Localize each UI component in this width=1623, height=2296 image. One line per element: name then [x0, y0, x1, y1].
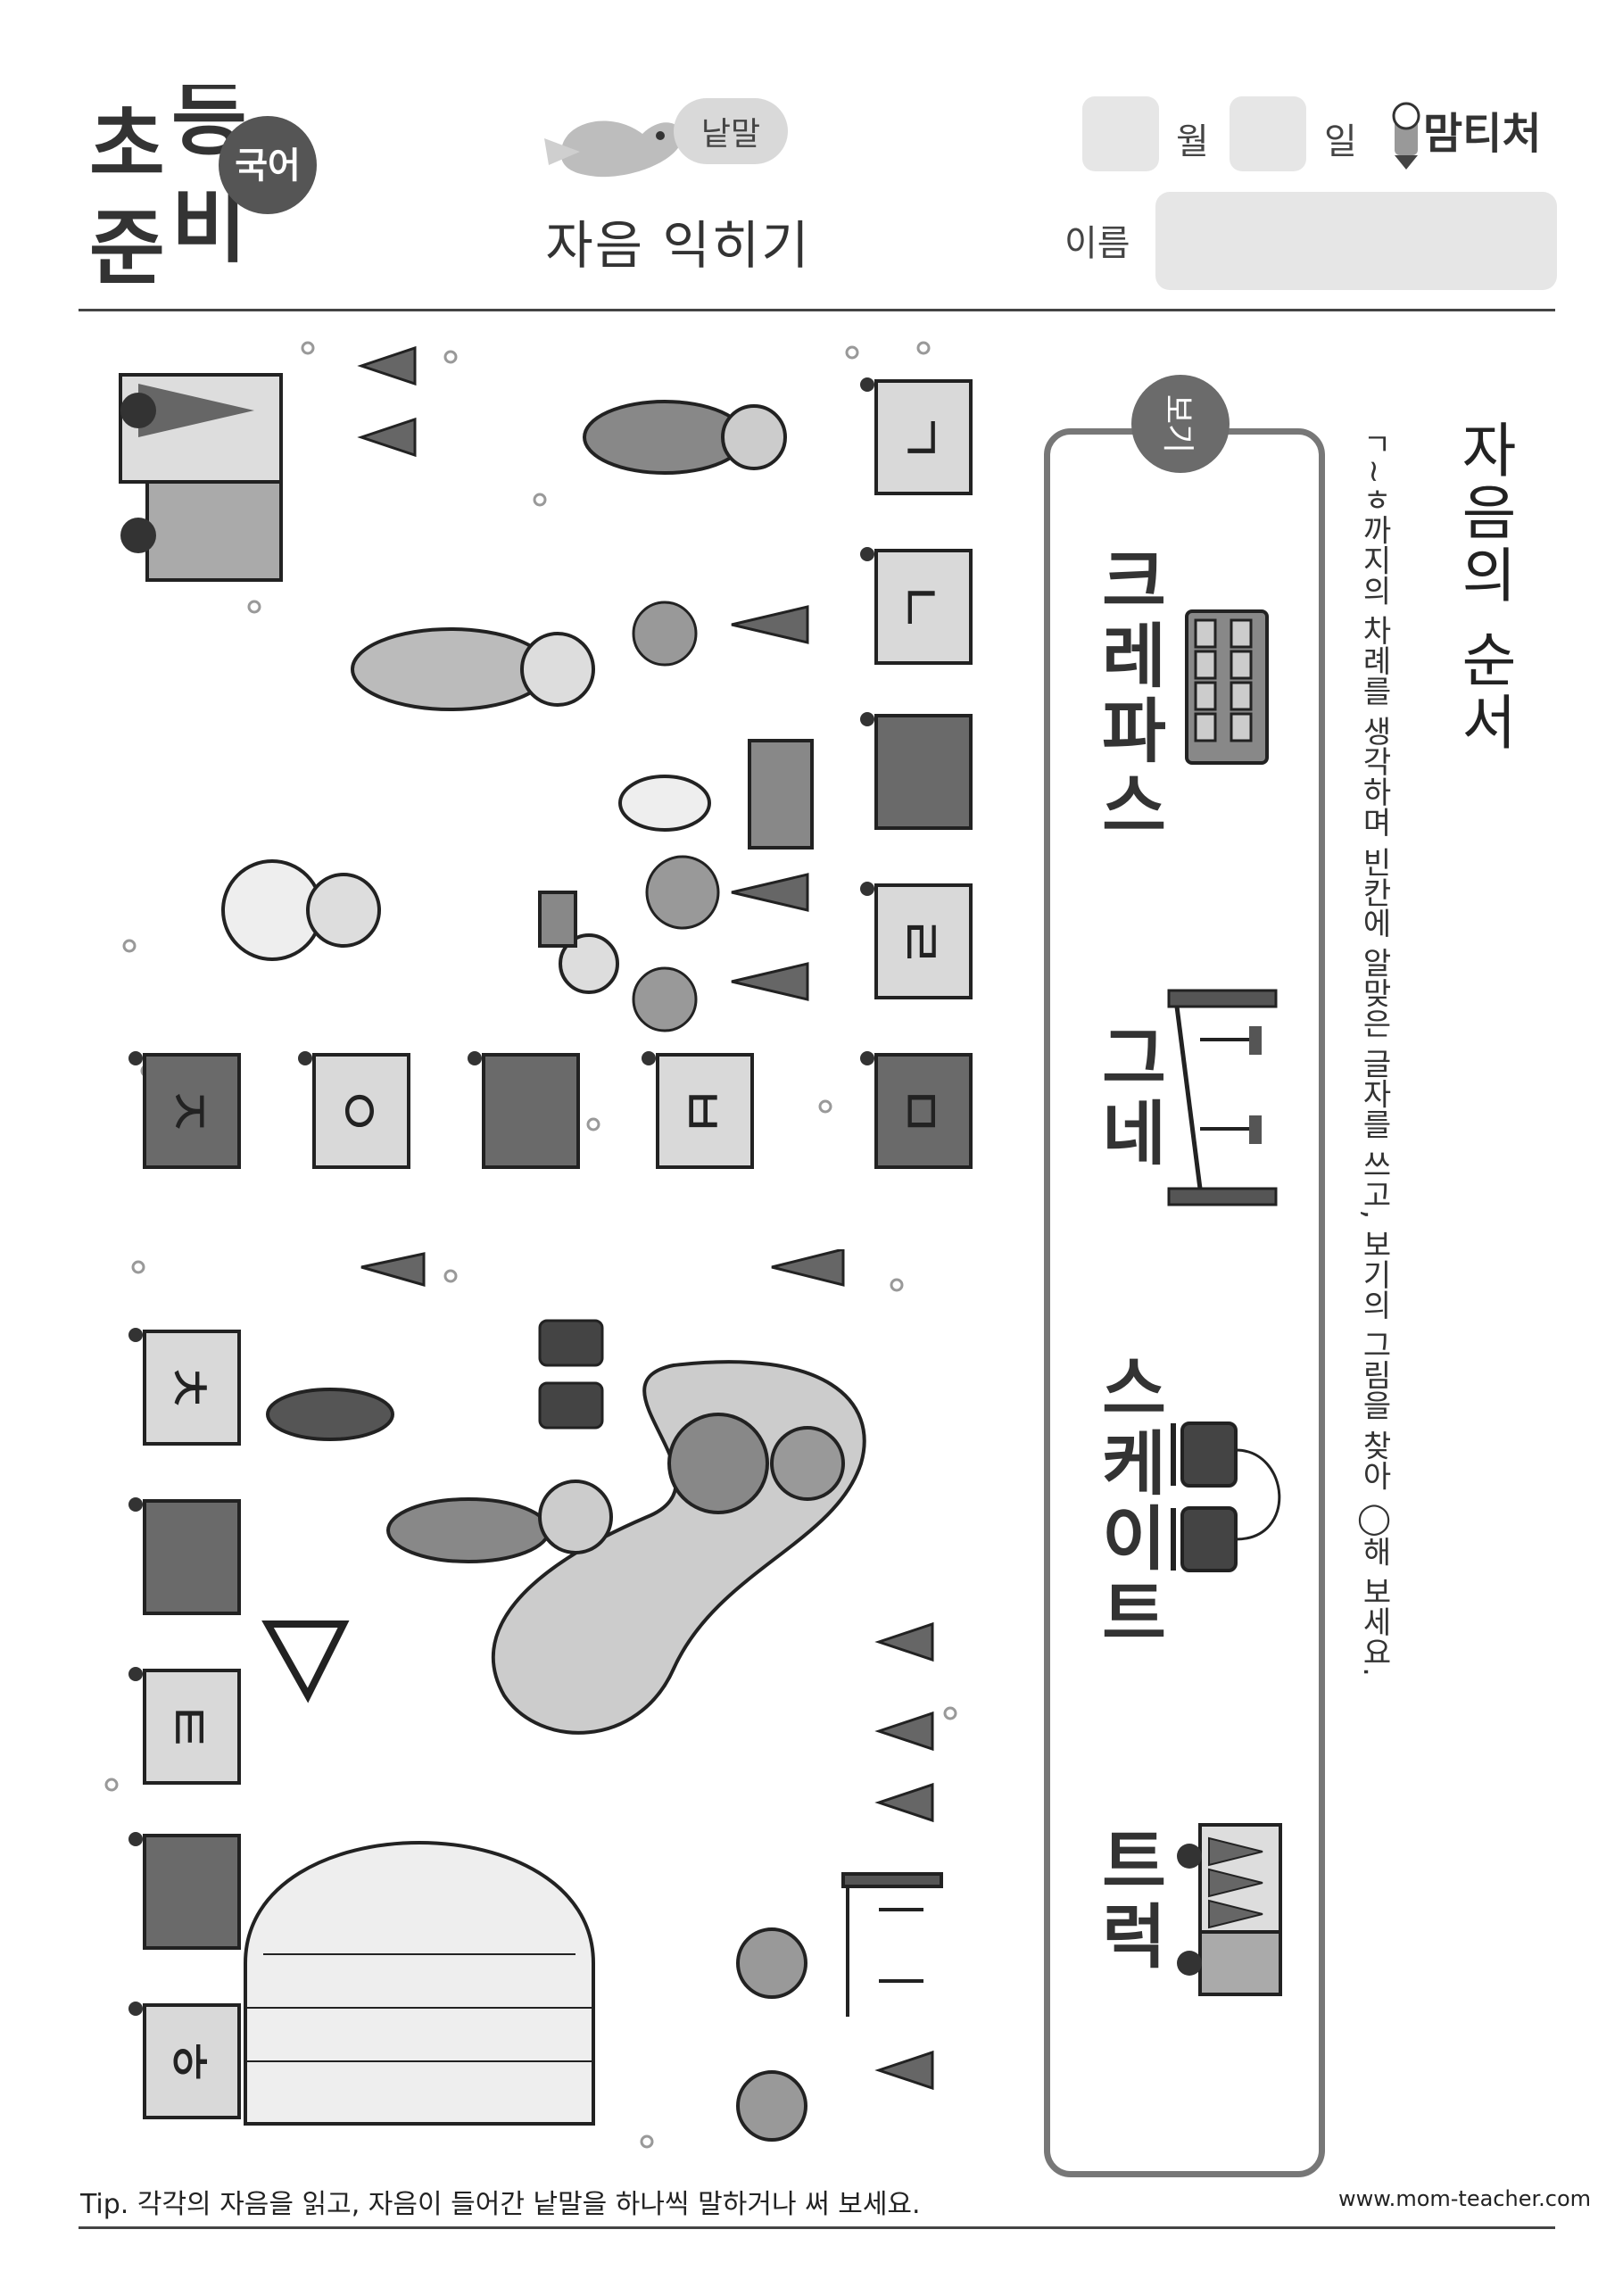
header-divider	[79, 309, 1555, 311]
truck-drawing	[119, 373, 283, 582]
worksheet-title: 자음 익히기	[545, 215, 811, 276]
series-logo-graphic: 초 등 준 비 국어	[89, 71, 317, 296]
consonant-flag[interactable]: ㅁ	[860, 1051, 973, 1169]
instructions-title: 자음의 순서	[1450, 419, 1519, 754]
day-label: 일	[1324, 121, 1357, 162]
consonant-flag[interactable]: ㅌ	[128, 1667, 241, 1785]
tree-drawings	[357, 345, 809, 1001]
flag-letter: ㅌ	[153, 1700, 219, 1753]
instructions-text: ㄱ~ㅎ까지의 차례를 생각하며 빈칸에 알맞은 글자를 쓰고, 보기의 그림을 …	[1356, 428, 1392, 1677]
children-drawings	[221, 400, 787, 961]
consonant-flag[interactable]: ㄴ	[860, 547, 973, 665]
month-field[interactable]	[1082, 96, 1159, 171]
example-badge-label: 보기	[1159, 394, 1196, 454]
igloo-drawing	[244, 1841, 595, 2126]
example-word: 크레파스	[1088, 544, 1168, 844]
tip-text: Tip. 각각의 자음을 읽고, 자음이 들어간 낱말을 하나씩 말하거나 써 …	[80, 2189, 921, 2220]
logo-char: 초	[89, 98, 165, 194]
consonant-flag[interactable]: ㅎ	[128, 2002, 241, 2119]
brand-name: 맘티처	[1423, 109, 1541, 159]
top-illustration-panel	[94, 339, 986, 1196]
day-field[interactable]	[1230, 96, 1306, 171]
example-word: 그네	[1088, 1022, 1168, 1172]
category-label: 낱말	[674, 98, 788, 164]
consonant-flag[interactable]: ㅈ	[128, 1051, 241, 1169]
flag-letter: ㄹ	[884, 915, 951, 968]
bear-drawing	[667, 1413, 845, 1514]
triangle-drawing	[261, 1620, 350, 1703]
flag-letter: ㅊ	[153, 1361, 219, 1414]
subject-label: 국어	[235, 145, 301, 186]
name-field[interactable]	[1155, 192, 1557, 290]
website-link[interactable]: www.mom-teacher.com	[1338, 2186, 1592, 2211]
round-tree-drawings	[736, 1927, 807, 2142]
snow-pattern	[104, 1260, 957, 2149]
flag-letter: ㄱ	[884, 410, 951, 464]
consonant-flag[interactable]: ㅊ	[128, 1328, 241, 1446]
skates-drawing	[538, 1319, 604, 1430]
name-label: 이름	[1064, 223, 1130, 264]
crayon-box-drawing	[748, 739, 814, 850]
bottom-illustration-panel	[94, 1247, 986, 2168]
consonant-flag-blank[interactable]	[128, 1497, 241, 1615]
flag-letter: ㄴ	[884, 580, 951, 634]
swing-icon	[1167, 989, 1278, 1206]
tree-drawings	[360, 1247, 934, 2091]
consonant-flag[interactable]: ㄱ	[860, 377, 973, 495]
consonant-flag[interactable]: ㅇ	[298, 1051, 410, 1169]
flag-letter: ㅇ	[322, 1084, 389, 1138]
flag-letter: ㅂ	[666, 1084, 733, 1138]
winter-scene-illustration	[119, 341, 931, 1131]
pencil-mascot-icon	[1392, 102, 1420, 170]
flag-letter: ㅈ	[153, 1084, 219, 1138]
consonant-flag[interactable]: ㅂ	[642, 1051, 754, 1169]
swing-drawing	[841, 1872, 943, 2017]
consonant-flag-blank[interactable]	[128, 1832, 241, 1950]
skate-icon	[1171, 1422, 1281, 1572]
example-word: 스케이트	[1088, 1352, 1168, 1652]
example-badge: 보기	[1131, 375, 1230, 473]
skating-scene-illustration	[104, 1247, 957, 2149]
brand-logo: 맘티처	[1387, 89, 1566, 170]
flag-letter: ㅁ	[884, 1084, 951, 1138]
truck-icon	[1177, 1823, 1282, 1996]
children-drawings	[266, 1388, 613, 1563]
footer-divider	[79, 2226, 1555, 2229]
consonant-flag-blank[interactable]	[860, 712, 973, 830]
consonant-flag-blank[interactable]	[468, 1051, 580, 1169]
bush-drawings	[632, 601, 720, 1032]
month-label: 월	[1176, 121, 1209, 162]
flag-letter: ㅎ	[153, 2035, 219, 2088]
series-logo: 초 등 준 비 국어	[89, 71, 321, 299]
hair-dryer-drawing	[538, 891, 619, 994]
crayon-box-icon	[1185, 609, 1269, 765]
consonant-flag[interactable]: ㄹ	[860, 882, 973, 999]
subject-badge	[219, 116, 317, 214]
logo-char: 준	[89, 201, 165, 296]
example-word: 트럭	[1088, 1825, 1168, 1975]
